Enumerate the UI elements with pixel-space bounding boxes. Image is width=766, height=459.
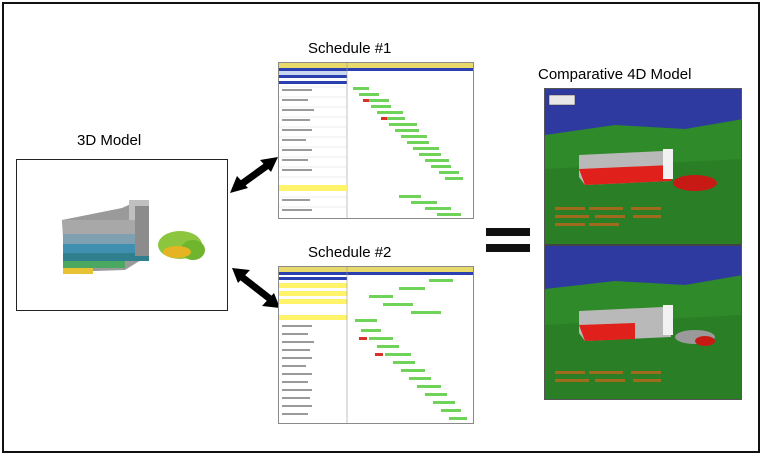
double-arrow-lower — [232, 268, 280, 308]
3d-model-panel — [16, 159, 228, 311]
schedule-2-gantt — [278, 266, 474, 424]
label-comparative-4d-model: Comparative 4D Model — [538, 66, 692, 83]
label-schedule-2: Schedule #2 — [308, 244, 392, 261]
double-arrow-upper — [230, 157, 278, 193]
figure-frame: 3D Model Schedule #1 — [2, 2, 760, 453]
label-schedule-1: Schedule #1 — [308, 40, 392, 57]
equals-sign — [486, 226, 530, 256]
schedule-1-gantt — [278, 62, 474, 219]
comparative-4d-render — [544, 88, 742, 400]
3d-model-illustration — [62, 200, 205, 274]
label-3d-model: 3D Model — [77, 132, 142, 149]
